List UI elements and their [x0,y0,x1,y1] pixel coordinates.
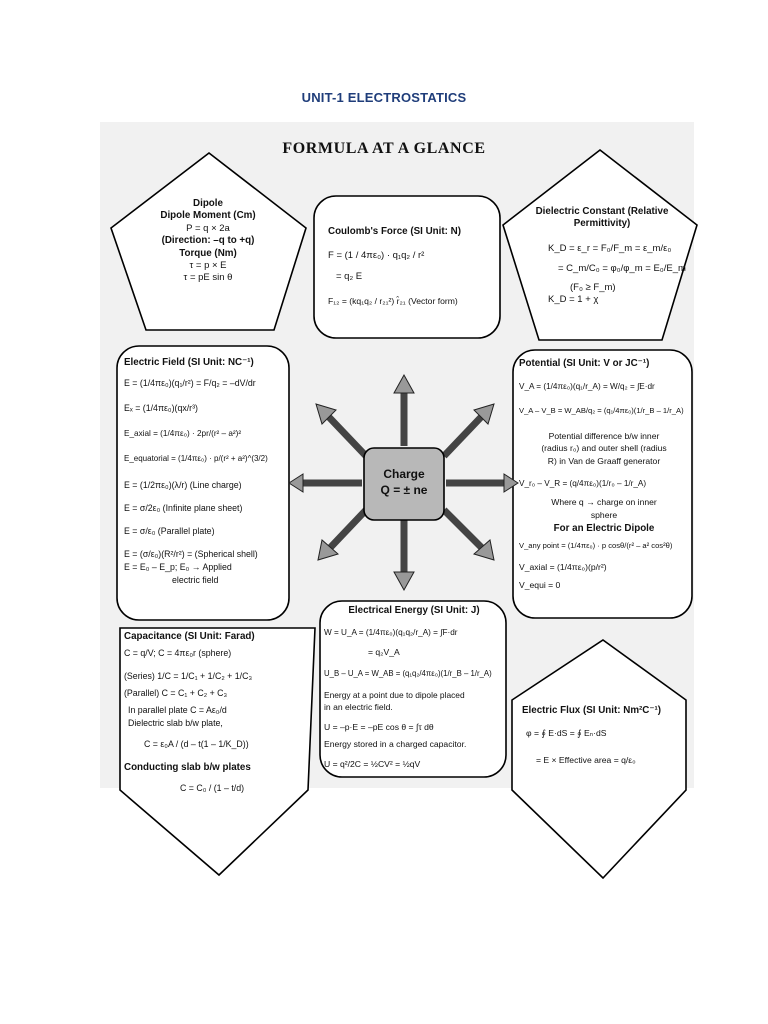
coulomb-box [313,195,501,339]
dipole-line: P = q × 2a [186,222,230,234]
dielectric-line: K_D = 1 + χ [548,294,599,306]
efield-line: E = (σ/ε₀)(R²/r²) = (Spherical shell) [124,549,258,559]
capacitance-line: In parallel plate C = Aε₀/d [128,705,227,715]
energy-box [319,600,507,778]
potential-line: V_A – V_B = W_AB/q₂ = (q₁/4πε₀)(1/r_B – … [519,406,684,416]
efield-line: E_equatorial = (1/4πε₀) · p/(r² + a²)^(3… [124,454,268,463]
energy-line: U = –p·E = –pE cos θ = ∫τ dθ [324,722,434,733]
capacitance-pentagon [119,627,316,877]
capacitance-line: C = C₀ / (1 – t/d) [180,783,245,793]
dipole-line: (Direction: –q to +q) [161,235,255,247]
dipole-heading: Dipole [193,198,223,209]
efield-line: E_axial = (1/4πε₀) · 2pr/(r² – a²)² [124,429,242,438]
energy-line: W = U_A = (1/4πε₀)(q₁q₂/r_A) = ∫F·dr [324,628,458,638]
efield-panel: Electric Field (SI Unit: NC⁻¹) E = (1/4π… [124,356,286,587]
dielectric-line: K_D = ε_r = F₀/F_m = ε_m/ε₀ [548,242,672,254]
potential-line: For an Electric Dipole [553,523,655,535]
potential-line: V_r₀ – V_R = (q/4πε₀)(1/r₀ – 1/r_A) [519,478,647,488]
energy-line: = q₂V_A [368,646,400,657]
capacitance-line: C = q/V; C = 4πε₀r (sphere) [124,648,232,658]
efield-line: E = E₀ – E_p; E₀ → Applied [124,562,232,572]
charge-hub-label: Charge Q = ± ne [362,448,446,518]
energy-line: U_B – U_A = W_AB = (q₁q₂/4πε₀)(1/r_B – 1… [324,669,492,679]
energy-panel: Electrical Energy (SI Unit: J) W = U_A =… [324,605,504,771]
sheet-title: FORMULA AT A GLANCE [282,140,486,157]
potential-heading: Potential (SI Unit: V or JC⁻¹) [519,358,650,369]
coulomb-line: F₁₂ = (kq₁q₂ / r₂₁²) r̂₂₁ (Vector form) [328,296,458,307]
efield-line: E = σ/ε₀ (Parallel plate) [124,526,215,536]
potential-line: R) in Van de Graaff generator [547,455,661,466]
capacitance-line: (Parallel) C = C₁ + C₂ + C₃ [124,688,228,698]
flux-panel: Electric Flux (SI Unit: Nm²C⁻¹) φ = ∮ E·… [522,704,686,767]
energy-heading: Electrical Energy (SI Unit: J) [348,605,480,616]
hub-line-1: Charge [383,467,425,481]
potential-line: Potential difference b/w inner [548,430,660,441]
dipole-line: Dipole Moment (Cm) [160,210,256,222]
potential-line: V_equi = 0 [519,580,561,591]
potential-line: sphere [590,509,618,520]
energy-line: in an electric field. [324,702,393,713]
arrow-heads [288,373,519,592]
energy-line: U = q²/2C = ½CV² = ½qV [324,759,421,770]
potential-line: (radius r₀) and outer shell (radius [541,443,667,454]
arrows [294,390,512,576]
coulomb-line: F = (1 / 4πε₀) · q₁q₂ / r² [328,250,425,262]
potential-line: V_A = (1/4πε₀)(q₁/r_A) = W/q₂ = ∫E·dr [519,381,655,391]
charge-hub [363,447,445,521]
coulomb-line: = q₂ E [336,270,363,282]
efield-heading: Electric Field (SI Unit: NC⁻¹) [124,357,254,368]
potential-line: V_axial = (1/4πε₀)(p/r²) [519,561,607,572]
dielectric-panel: Dielectric Constant (Relative Permittivi… [518,206,686,306]
dipole-line: τ = p × E [189,260,227,272]
dipole-line: τ = pE sin θ [183,272,233,284]
dielectric-heading: Dielectric Constant (Relative Permittivi… [535,206,669,230]
flux-line: φ = ∮ E·dS = ∮ Eₙ·dS [526,728,607,738]
potential-line: V_any point = (1/4πε₀) · p cosθ/(r² – a²… [519,540,673,550]
efield-line: Eₓ = (1/4πε₀)(qx/r³) [124,403,198,413]
efield-line: E = (1/4πε₀)(q₁/r²) = F/q₂ = –dV/dr [124,378,256,388]
dipole-line: Torque (Nm) [179,247,237,259]
potential-line: Where q → charge on inner [551,497,657,508]
flux-line: = E × Effective area = q/ε₀ [536,755,636,765]
dielectric-pentagon [502,148,698,341]
potential-panel: Potential (SI Unit: V or JC⁻¹) V_A = (1/… [519,358,689,592]
capacitance-line: C = ε₀A / (d – t(1 – 1/K_D)) [144,739,249,749]
dipole-pentagon [110,151,307,331]
coulomb-heading: Coulomb's Force (SI Unit: N) [328,226,461,237]
capacitance-line: Dielectric slab b/w plate, [128,718,223,728]
capacitance-line: (Series) 1/C = 1/C₁ + 1/C₂ + 1/C₃ [124,671,253,681]
flux-pentagon [511,639,687,880]
flux-heading: Electric Flux (SI Unit: Nm²C⁻¹) [522,705,662,716]
energy-line: Energy at a point due to dipole placed [324,689,465,700]
capacitance-panel: Capacitance (SI Unit: Farad) C = q/V; C … [124,630,310,795]
efield-line: E = (1/2πε₀)(λ/r) (Line charge) [124,480,242,490]
capacitance-line: Conducting slab b/w plates [124,762,251,773]
efield-line: E = σ/2ε₀ (Infinite plane sheet) [124,503,243,513]
capacitance-heading: Capacitance (SI Unit: Farad) [124,631,255,642]
efield-line: electric field [172,575,219,585]
unit-title: UNIT-1 ELECTROSTATICS [301,90,467,105]
coulomb-panel: Coulomb's Force (SI Unit: N) F = (1 / 4π… [328,226,494,308]
dipole-panel: Dipole Dipole Moment (Cm) P = q × 2a (Di… [128,198,288,285]
dielectric-line: (F₀ ≥ F_m) [570,281,616,293]
energy-line: Energy stored in a charged capacitor. [324,738,467,749]
dielectric-line: = C_m/C₀ = φ₀/φ_m = E₀/E_m [558,263,686,275]
hub-line-2: Q = ± ne [380,483,428,497]
